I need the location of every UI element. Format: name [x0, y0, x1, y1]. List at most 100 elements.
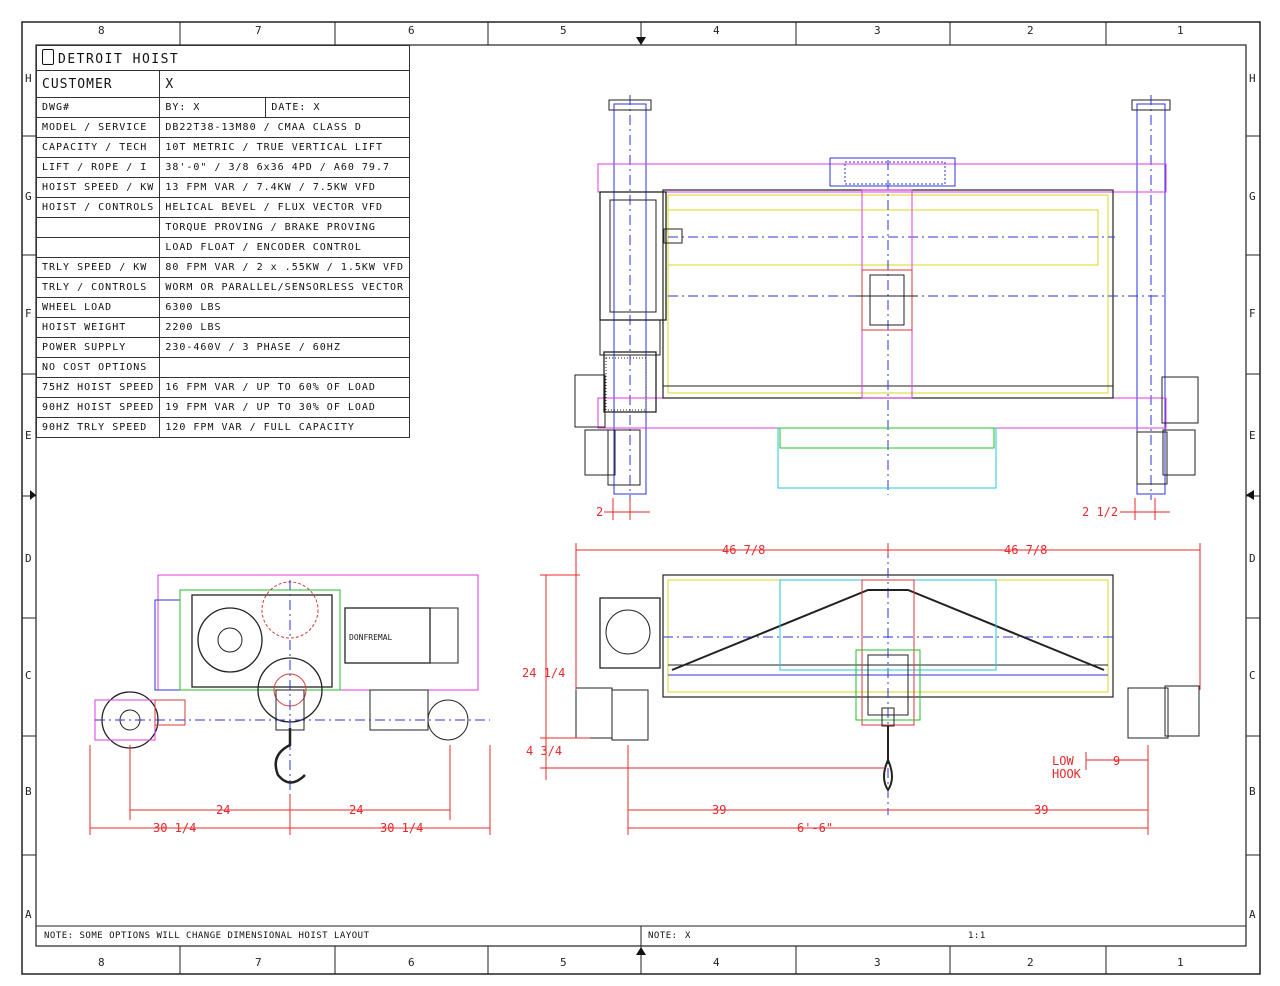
zone-column-label: 3 — [874, 24, 881, 37]
side-view — [94, 574, 490, 800]
zone-column-label: 1 — [1177, 956, 1184, 969]
customer-row: CUSTOMER X — [35, 70, 411, 98]
center-arrows — [30, 37, 1254, 955]
zone-row-label: D — [1249, 552, 1256, 565]
front-view — [575, 548, 1200, 815]
dim-front-half-right: 46 7/8 — [1004, 543, 1047, 557]
brand-cell: DETROIT HOIST — [35, 45, 411, 71]
dim-front-wheel-left: 39 — [712, 803, 726, 817]
dim-side-outer-right: 30 1/4 — [380, 821, 423, 835]
spec-value: LOAD FLOAT / ENCODER CONTROL — [159, 237, 411, 258]
zone-row-label: H — [1249, 72, 1256, 85]
spec-value: 80 FPM VAR / 2 x .55KW / 1.5KW VFD — [159, 257, 411, 278]
spec-key: WHEEL LOAD — [35, 297, 161, 318]
spec-value: DB22T38-13M80 / CMAA CLASS D — [159, 117, 411, 138]
zone-column-label: 6 — [408, 956, 415, 969]
zone-column-label: 5 — [560, 956, 567, 969]
footer-note-right-value: X — [685, 931, 691, 941]
zone-row-label: F — [1249, 307, 1256, 320]
dim-front-hook: 4 3/4 — [526, 744, 562, 758]
side-dimensions — [89, 745, 491, 835]
brand-row: DETROIT HOIST — [35, 45, 411, 71]
dim-side-outer-left: 30 1/4 — [153, 821, 196, 835]
dwg-date: DATE: X — [265, 97, 411, 118]
zone-row-label: G — [25, 190, 32, 203]
spec-value — [159, 357, 411, 378]
spec-value: 10T METRIC / TRUE VERTICAL LIFT — [159, 137, 411, 158]
spec-value: 230-460V / 3 PHASE / 60HZ — [159, 337, 411, 358]
zone-ticks — [22, 22, 1260, 974]
footer-note-left: NOTE: SOME OPTIONS WILL CHANGE DIMENSION… — [44, 931, 370, 941]
zone-row-label: C — [1249, 669, 1256, 682]
spec-value: TORQUE PROVING / BRAKE PROVING — [159, 217, 411, 238]
zone-row-label: E — [25, 429, 32, 442]
spec-value: 13 FPM VAR / 7.4KW / 7.5KW VFD — [159, 177, 411, 198]
spec-key: 75HZ HOIST SPEED — [35, 377, 161, 398]
zone-column-label: 4 — [713, 956, 720, 969]
brand-name: DETROIT HOIST — [58, 52, 180, 67]
spec-key — [35, 237, 161, 258]
spec-value: 19 FPM VAR / UP TO 30% OF LOAD — [159, 397, 411, 418]
dim-low-hook-line1: LOW — [1052, 754, 1074, 768]
spec-value: HELICAL BEVEL / FLUX VECTOR VFD — [159, 197, 411, 218]
front-dimensions — [540, 543, 1201, 835]
spec-key: POWER SUPPLY — [35, 337, 161, 358]
footer-note-right-label: NOTE: — [648, 931, 678, 941]
spec-key: MODEL / SERVICE — [35, 117, 161, 138]
spec-key: HOIST / CONTROLS — [35, 197, 161, 218]
dwg-row: DWG# BY: X DATE: X — [35, 97, 411, 118]
spec-table: DETROIT HOIST CUSTOMER X DWG# BY: X DATE… — [35, 45, 411, 438]
zone-column-label: 2 — [1027, 24, 1034, 37]
zone-column-label: 1 — [1177, 24, 1184, 37]
spec-key: HOIST WEIGHT — [35, 317, 161, 338]
plan-dimensions — [604, 498, 1170, 520]
spec-key: CAPACITY / TECH — [35, 137, 161, 158]
spec-key — [35, 217, 161, 238]
dim-front-half-left: 46 7/8 — [722, 543, 765, 557]
zone-column-label: 8 — [98, 956, 105, 969]
dim-plan-left: 2 — [596, 505, 603, 519]
spec-key: 90HZ TRLY SPEED — [35, 417, 161, 438]
spec-value: WORM OR PARALLEL/SENSORLESS VECTOR — [159, 277, 411, 298]
zone-row-label: D — [25, 552, 32, 565]
spec-key: HOIST SPEED / KW — [35, 177, 161, 198]
zone-row-label: F — [25, 307, 32, 320]
zone-column-label: 6 — [408, 24, 415, 37]
motor-label: DONFREMAL — [349, 633, 393, 642]
customer-value: X — [159, 70, 411, 98]
zone-row-label: C — [25, 669, 32, 682]
spec-key: LIFT / ROPE / I — [35, 157, 161, 178]
spec-value: 120 FPM VAR / FULL CAPACITY — [159, 417, 411, 438]
spec-row: LOAD FLOAT / ENCODER CONTROL — [35, 237, 411, 258]
zone-column-label: 2 — [1027, 956, 1034, 969]
dim-front-wheel-right: 39 — [1034, 803, 1048, 817]
spec-key: NO COST OPTIONS — [35, 357, 161, 378]
dim-side-inner-left: 24 — [216, 803, 230, 817]
dim-front-span: 6'-6" — [797, 821, 833, 835]
spec-row: NO COST OPTIONS — [35, 357, 411, 378]
zone-column-label: 7 — [255, 956, 262, 969]
zone-row-label: A — [1249, 908, 1256, 921]
zone-column-label: 3 — [874, 956, 881, 969]
zone-row-label: B — [25, 785, 32, 798]
spec-value: 2200 LBS — [159, 317, 411, 338]
detroit-hoist-logo-icon — [42, 49, 54, 65]
spec-key: TRLY SPEED / KW — [35, 257, 161, 278]
zone-row-label: A — [25, 908, 32, 921]
zone-row-label: B — [1249, 785, 1256, 798]
zone-row-label: H — [25, 72, 32, 85]
dim-low-hook-line2: HOOK — [1052, 767, 1082, 781]
dim-plan-right: 2 1/2 — [1082, 505, 1118, 519]
